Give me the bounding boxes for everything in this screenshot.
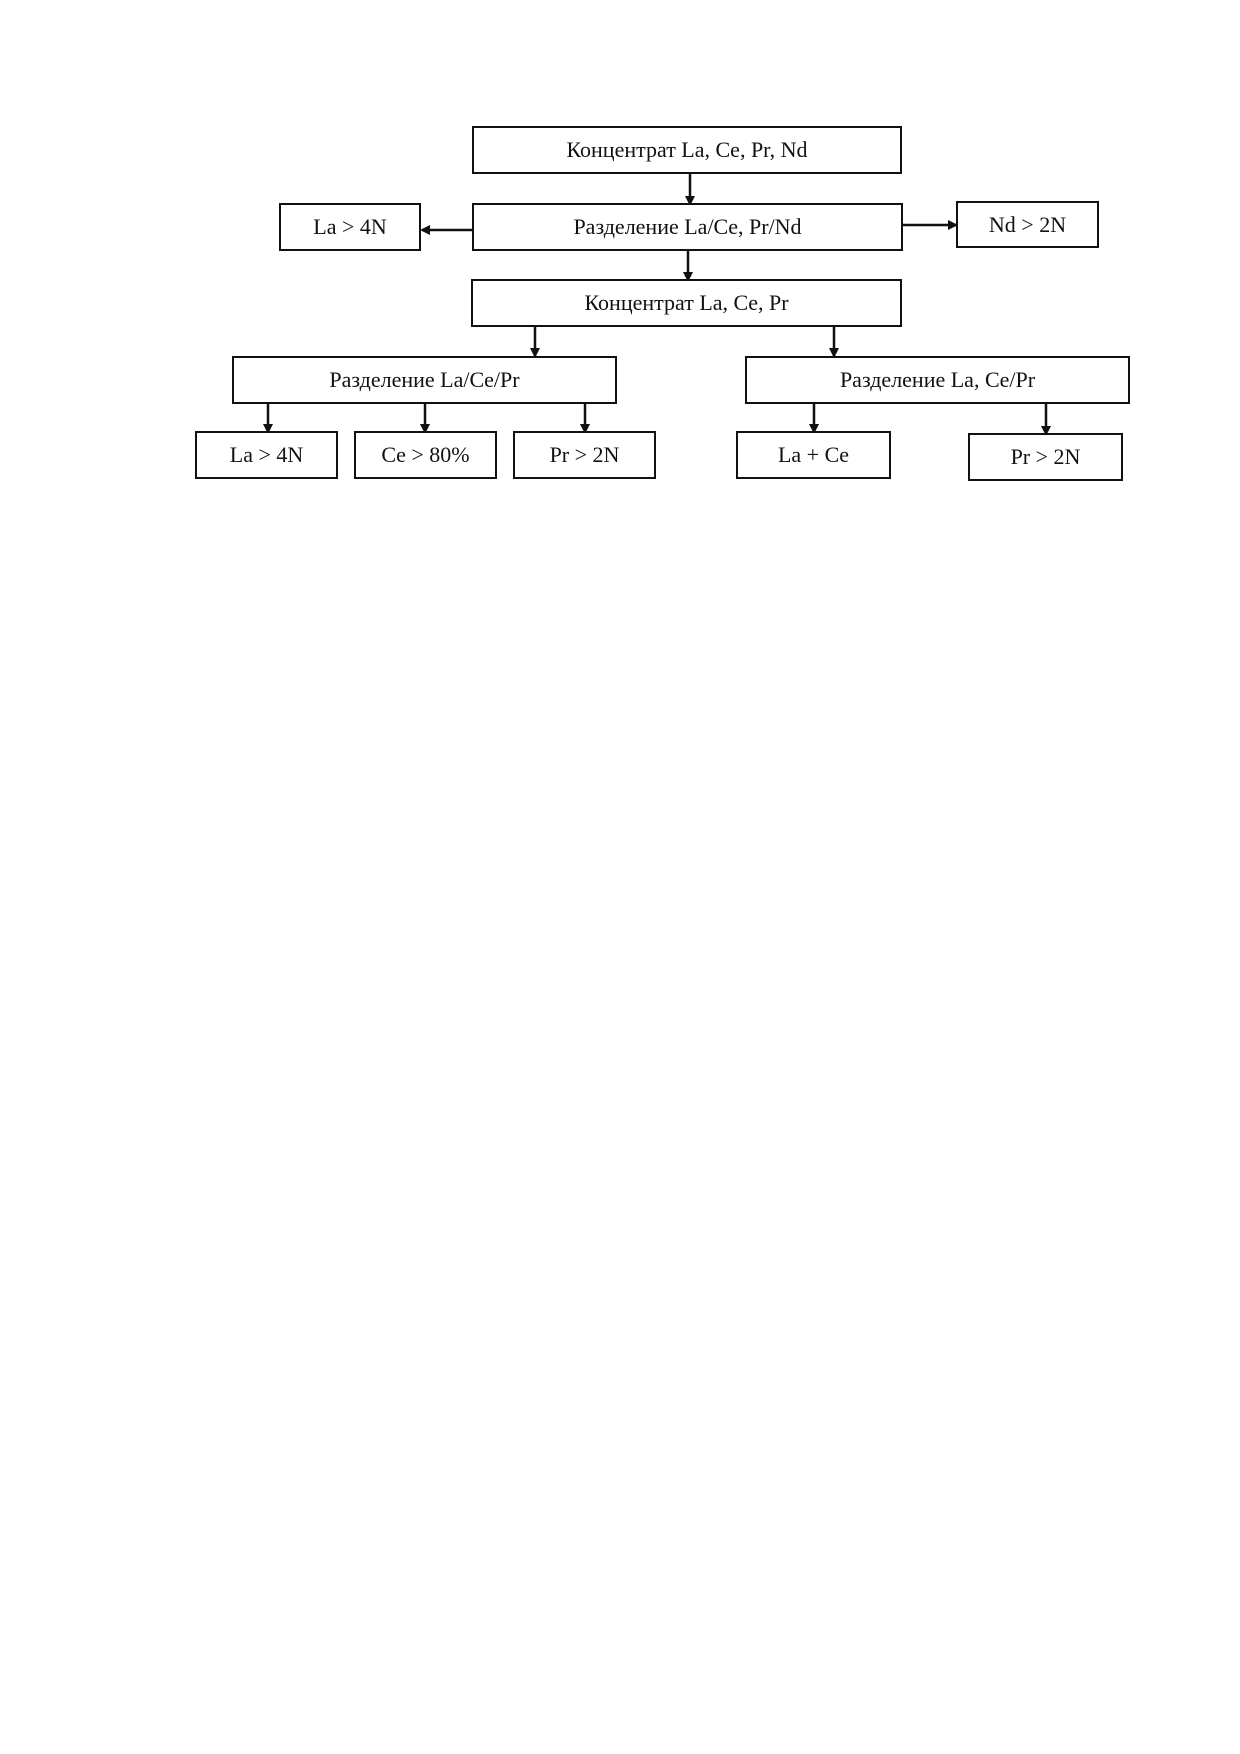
left-ce-80-box: Ce > 80% <box>354 431 497 479</box>
separation-right-label: Разделение La, Ce/Pr <box>839 367 1036 392</box>
la-4n-output-label: La > 4N <box>313 214 387 239</box>
left-la-4n-label: La > 4N <box>229 442 304 467</box>
nd-2n-output-box: Nd > 2N <box>956 201 1099 248</box>
separation-left-label: Разделение La/Ce/Pr <box>329 367 520 392</box>
right-pr-2n-box: Pr > 2N <box>968 433 1123 481</box>
separation-main-label: Разделение La/Ce, Pr/Nd <box>573 214 802 239</box>
left-pr-2n-label: Pr > 2N <box>549 442 620 467</box>
left-la-4n-box: La > 4N <box>195 431 338 479</box>
la-4n-output-box: La > 4N <box>279 203 421 251</box>
separation-main-box: Разделение La/Ce, Pr/Nd <box>472 203 903 251</box>
concentrate-la-ce-pr-label: Концентрат La, Ce, Pr <box>584 290 789 315</box>
concentrate-la-ce-pr-box: Концентрат La, Ce, Pr <box>471 279 902 327</box>
nd-2n-output-label: Nd > 2N <box>988 211 1067 237</box>
concentrate-la-ce-pr-nd-box: Концентрат La, Ce, Pr, Nd <box>472 126 902 174</box>
right-pr-2n-label: Pr > 2N <box>1010 444 1081 469</box>
left-ce-80-label: Ce > 80% <box>381 442 470 467</box>
separation-left-box: Разделение La/Ce/Pr <box>232 356 617 404</box>
right-la-ce-label: La + Ce <box>777 442 850 467</box>
concentrate-la-ce-pr-nd-label: Концентрат La, Ce, Pr, Nd <box>566 137 808 162</box>
left-pr-2n-box: Pr > 2N <box>513 431 656 479</box>
separation-right-box: Разделение La, Ce/Pr <box>745 356 1130 404</box>
right-la-ce-box: La + Ce <box>736 431 891 479</box>
